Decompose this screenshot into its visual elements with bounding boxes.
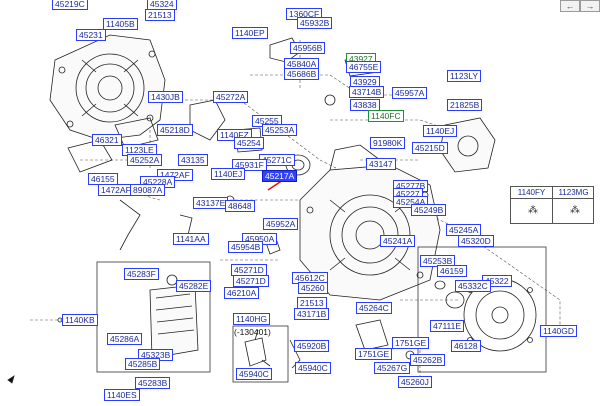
- part-label[interactable]: 45282E: [176, 280, 212, 292]
- forward-button[interactable]: →: [580, 0, 600, 12]
- oil-filter-drawing: [149, 274, 199, 359]
- part-label[interactable]: 43838: [350, 99, 380, 111]
- part-label[interactable]: 1141AA: [173, 233, 209, 245]
- part-label[interactable]: 45272A: [213, 91, 249, 103]
- part-label[interactable]: 1430JB: [148, 91, 183, 103]
- part-label[interactable]: 21825B: [447, 99, 483, 111]
- part-label[interactable]: 45952A: [263, 218, 299, 230]
- part-label[interactable]: 45264C: [356, 302, 392, 314]
- converter-housing-drawing: [49, 34, 166, 141]
- part-label[interactable]: 45286A: [107, 333, 143, 345]
- reference-note: (-130401): [234, 327, 271, 337]
- part-label[interactable]: 45249B: [411, 204, 447, 216]
- part-label[interactable]: 1140ES: [104, 389, 140, 401]
- part-label[interactable]: 43171B: [294, 308, 330, 320]
- part-label[interactable]: 47111E: [430, 320, 465, 332]
- part-label[interactable]: 45241A: [380, 235, 416, 247]
- part-label[interactable]: 48648: [225, 200, 255, 212]
- part-label[interactable]: 1140EJ: [423, 125, 458, 137]
- part-label[interactable]: 43137E: [193, 197, 229, 209]
- part-label[interactable]: 45285B: [125, 358, 161, 370]
- part-label[interactable]: 45332C: [455, 280, 491, 292]
- part-label[interactable]: 45267G: [374, 362, 411, 374]
- part-label[interactable]: 45260J: [398, 376, 432, 388]
- part-label[interactable]: 45932B: [297, 17, 333, 29]
- part-label[interactable]: 1140EP: [232, 27, 268, 39]
- part-label[interactable]: 21513: [145, 9, 175, 21]
- part-label[interactable]: 46128: [451, 340, 481, 352]
- part-label[interactable]: 1140FC: [368, 110, 404, 122]
- part-label[interactable]: 45957A: [392, 87, 428, 99]
- part-label[interactable]: 45940C: [236, 368, 272, 380]
- part-label[interactable]: 45920B: [294, 340, 330, 352]
- part-label[interactable]: 1140EJ: [211, 168, 246, 180]
- part-label[interactable]: 45283F: [124, 268, 159, 280]
- part-label[interactable]: 45253A: [262, 124, 298, 136]
- part-label[interactable]: 46755E: [346, 61, 382, 73]
- bolt-icon: ⁂: [570, 205, 580, 216]
- part-label[interactable]: 1751GE: [392, 337, 430, 349]
- part-label[interactable]: 45218D: [157, 124, 193, 136]
- bolt-icon: ⁂: [528, 205, 538, 216]
- part-label[interactable]: 45260: [298, 282, 328, 294]
- part-label[interactable]: 43135: [178, 154, 208, 166]
- part-label-selected[interactable]: 45217A: [262, 170, 298, 182]
- part-label[interactable]: 45271C: [259, 154, 295, 166]
- part-label[interactable]: 45954B: [228, 241, 264, 253]
- part-label[interactable]: 45940C: [295, 362, 331, 374]
- part-label[interactable]: 45254: [234, 137, 264, 149]
- part-label[interactable]: 45320D: [458, 235, 494, 247]
- part-label[interactable]: 1140KB: [62, 314, 98, 326]
- part-label[interactable]: 1140GD: [540, 325, 578, 337]
- part-label[interactable]: 46210A: [224, 287, 260, 299]
- part-label[interactable]: 1123LY: [447, 70, 482, 82]
- part-label[interactable]: 11405B: [103, 18, 138, 30]
- fastener-legend: 1140FY ⁂ 1123MG ⁂: [510, 186, 594, 224]
- part-label[interactable]: 45231: [76, 29, 106, 41]
- part-label[interactable]: 45271D: [233, 275, 269, 287]
- part-label[interactable]: 43147: [366, 158, 396, 170]
- part-label[interactable]: 1472AF: [98, 184, 134, 196]
- part-label[interactable]: 45283B: [135, 377, 171, 389]
- part-label[interactable]: 45262B: [410, 354, 446, 366]
- legend-header[interactable]: 1123MG: [553, 187, 594, 199]
- part-label[interactable]: 1751GE: [355, 348, 393, 360]
- legend-header[interactable]: 1140FY: [511, 187, 552, 199]
- part-label[interactable]: 45219C: [52, 0, 88, 10]
- part-label[interactable]: 89087A: [130, 184, 166, 196]
- part-label[interactable]: 1140HG: [233, 313, 271, 325]
- part-label[interactable]: 45686B: [284, 68, 320, 80]
- part-label[interactable]: 91980K: [370, 137, 406, 149]
- part-label[interactable]: 46321: [92, 134, 122, 146]
- part-label[interactable]: 45215D: [412, 142, 448, 154]
- part-label[interactable]: 43714B: [349, 86, 385, 98]
- part-label[interactable]: 46159: [437, 265, 467, 277]
- back-button[interactable]: ←: [560, 0, 580, 12]
- part-label[interactable]: 45252A: [127, 154, 163, 166]
- part-label[interactable]: 45956B: [290, 42, 326, 54]
